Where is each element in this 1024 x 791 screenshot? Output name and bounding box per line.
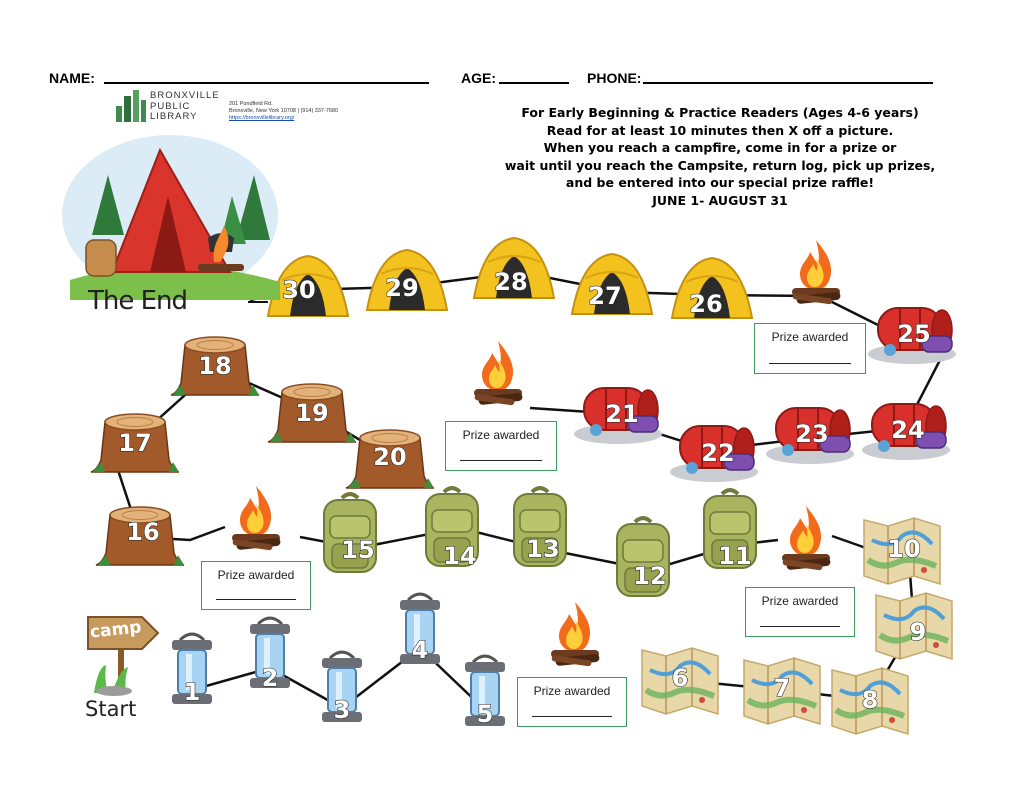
name-field-line[interactable]: [104, 82, 429, 84]
step-number: 22: [701, 439, 734, 467]
step-number: 6: [672, 664, 689, 692]
campfire-icon: [551, 602, 600, 667]
step-number: 8: [862, 686, 879, 714]
campfire-icon: [782, 506, 831, 571]
step-number: 19: [295, 399, 328, 427]
instruction-line: When you reach a campfire, come in for a…: [543, 140, 897, 156]
phone-label: PHONE:: [587, 70, 642, 86]
step-number: 15: [341, 536, 374, 564]
step-number: 20: [373, 443, 406, 471]
prize-awarded-box[interactable]: Prize awarded: [517, 677, 627, 727]
step-number: 17: [118, 429, 151, 457]
instruction-line: Read for at least 10 minutes then X off …: [546, 122, 894, 138]
step-number: 12: [633, 562, 666, 590]
library-address: 201 Pondfield Rd. Bronxville, New York 1…: [229, 101, 339, 121]
step-number: 26: [689, 290, 722, 318]
step-number: 25: [897, 320, 930, 348]
step-number: 1: [184, 678, 201, 706]
step-numbers: 1 2 3 4 5 6 7 8 9 10 11 12 13 14 15 16 1…: [118, 267, 932, 728]
step-number: 7: [774, 674, 791, 702]
prize-awarded-box[interactable]: Prize awarded: [201, 561, 311, 610]
step-number: 14: [443, 542, 476, 570]
step-number: 5: [477, 700, 494, 728]
prize-awarded-box[interactable]: Prize awarded: [754, 323, 866, 374]
campfire-icon: [792, 240, 841, 305]
step-number: 21: [605, 400, 638, 428]
camp-sign-icon: [84, 607, 164, 697]
instructions: For Early Beginning & Practice Readers (…: [470, 104, 970, 210]
step-number: 23: [795, 420, 828, 448]
step-number: 9: [910, 618, 927, 646]
step-number: 29: [385, 274, 418, 302]
prize-awarded-box[interactable]: Prize awarded: [445, 421, 557, 471]
step-number: 2: [262, 664, 279, 692]
end-connector: [248, 301, 268, 303]
step-number: 4: [412, 636, 429, 664]
step-number: 13: [526, 535, 559, 563]
step-number: 16: [126, 518, 159, 546]
step-number: 30: [282, 276, 315, 304]
start-label: Start: [85, 697, 137, 721]
age-label: AGE:: [461, 70, 496, 86]
step-number: 18: [198, 352, 231, 380]
step-number: 10: [887, 535, 920, 563]
step-number: 11: [718, 542, 751, 570]
name-label: NAME:: [49, 70, 95, 86]
prize-awarded-box[interactable]: Prize awarded: [745, 587, 855, 637]
instruction-line: and be entered into our special prize ra…: [565, 175, 875, 191]
age-field-line[interactable]: [499, 82, 569, 84]
step-number: 24: [891, 416, 924, 444]
the-end-label: The End: [88, 286, 188, 316]
campfire-icon: [232, 486, 281, 551]
library-url-link[interactable]: https://bronxvillelibrary.org/: [229, 115, 295, 121]
step-number: 27: [588, 282, 621, 310]
phone-field-line[interactable]: [643, 82, 933, 84]
step-number: 28: [494, 268, 527, 296]
instruction-line: For Early Beginning & Practice Readers (…: [521, 105, 919, 120]
library-logo-icon: [112, 86, 152, 124]
campsite-illustration: [62, 135, 280, 300]
date-range: JUNE 1- AUGUST 31: [652, 192, 788, 208]
library-name: BRONXVILLE PUBLIC LIBRARY: [150, 90, 220, 122]
instruction-line: wait until you reach the Campsite, retur…: [504, 157, 936, 173]
campfire-icon: [474, 341, 523, 406]
step-number: 3: [334, 696, 351, 724]
